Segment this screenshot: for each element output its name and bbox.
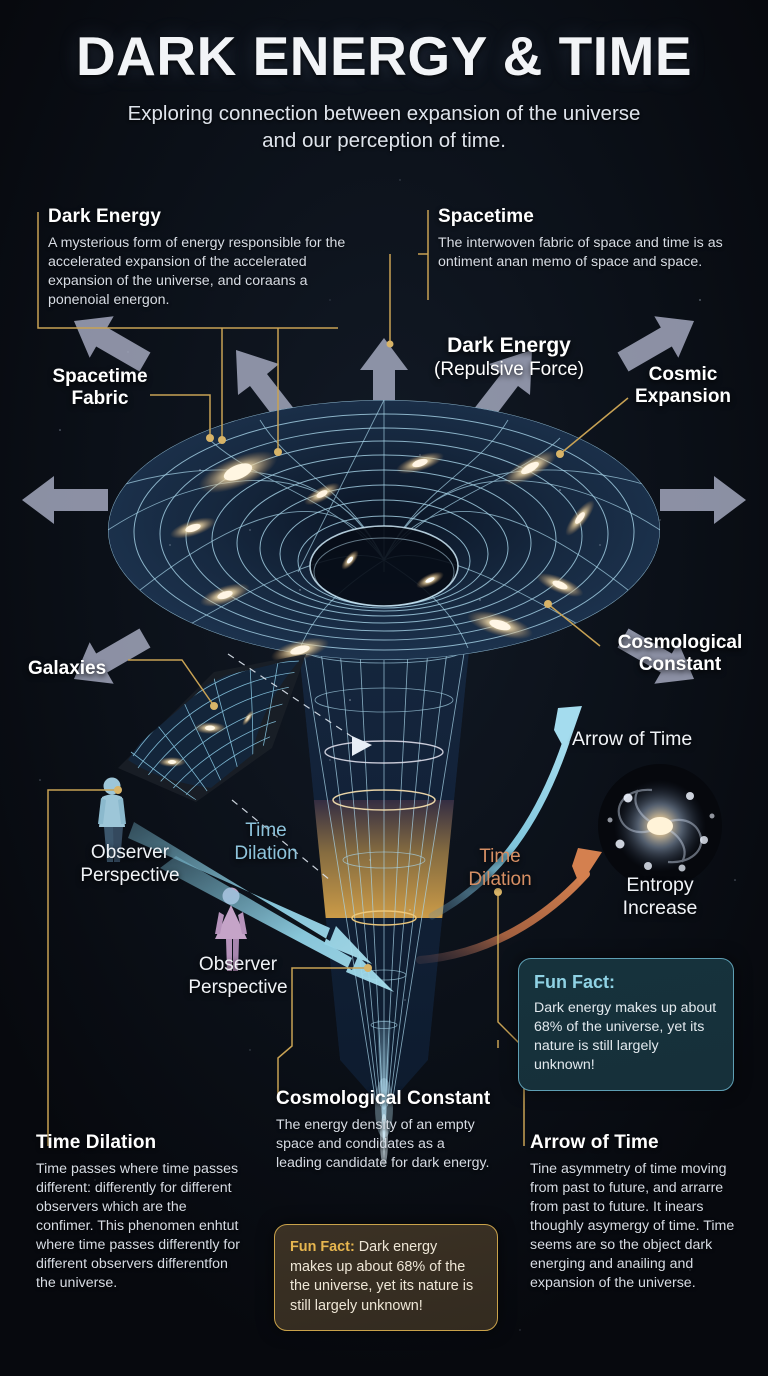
subtitle-line-2: and our perception of time. (262, 129, 506, 153)
label-cosmic-expansion: Cosmic Expansion (608, 364, 758, 409)
label-dark-energy-main: Dark Energy (447, 334, 571, 357)
label-time-dilation-blue: Time Dilation (208, 820, 324, 866)
label-cosmic-expansion-line1: Cosmic (648, 364, 718, 385)
label-spacetime-fabric-line2: Fabric (71, 388, 129, 410)
fun-fact-gold-text: Fun Fact: Dark energy makes up about 68%… (290, 1238, 482, 1316)
label-arrow-of-time: Arrow of Time (572, 728, 693, 750)
callout-cosmological-constant-body: The energy density of an empty space and… (276, 1117, 490, 1172)
label-time-dilation-blue-line1: Time (245, 820, 287, 841)
label-time-dilation-orange-line1: Time (479, 846, 521, 867)
callout-spacetime-body: The interwoven fabric of space and time … (438, 235, 723, 271)
fun-fact-box-blue: Fun Fact: Dark energy makes up about 68%… (518, 958, 734, 1091)
callout-dark-energy: Dark Energy A mysterious form of energy … (48, 206, 348, 310)
label-time-dilation-orange: Time Dilation (442, 846, 558, 892)
time-dilation-arrow-lower (160, 856, 394, 992)
label-cosmological-constant-line2: Constant (638, 654, 722, 676)
callout-spacetime: Spacetime The interwoven fabric of space… (438, 206, 728, 272)
label-time-dilation-blue-line2: Dilation (234, 842, 298, 864)
fun-fact-blue-body: Dark energy makes up about 68% of the un… (534, 1000, 717, 1073)
label-observer-perspective-1-line2: Perspective (80, 864, 180, 886)
galaxy-markers (170, 450, 595, 663)
header: DARK ENERGY & TIME Exploring connection … (0, 25, 768, 155)
label-time-dilation-orange-line2: Dilation (468, 868, 532, 890)
subtitle-line-1: Exploring connection between expansion o… (127, 101, 641, 125)
arrow-of-time-curve (428, 706, 582, 920)
spacetime-inset-detail (118, 653, 372, 881)
spiral-galaxy-image (598, 764, 722, 888)
label-observer-perspective-1: Observer Perspective (50, 842, 210, 888)
label-entropy-increase-line1: Entropy (626, 874, 694, 896)
page-subtitle: Exploring connection between expansion o… (0, 100, 768, 155)
callout-arrow-of-time: Arrow of Time Tine asymmetry of time mov… (530, 1132, 748, 1293)
page-title: DARK ENERGY & TIME (75, 25, 693, 87)
spacetime-fabric-disk (108, 400, 660, 663)
label-observer-perspective-1-line1: Observer (90, 842, 170, 863)
label-dark-energy-repulsive: Dark Energy (Repulsive Force) (394, 334, 624, 381)
label-spacetime-fabric-line1: Spacetime (52, 366, 148, 387)
label-entropy-increase: Entropy Increase (592, 874, 728, 921)
callout-spacetime-heading: Spacetime (438, 206, 534, 227)
callout-dark-energy-heading: Dark Energy (48, 206, 162, 227)
callout-arrow-of-time-heading: Arrow of Time (530, 1132, 659, 1153)
fun-fact-gold-label: Fun Fact: (290, 1239, 355, 1255)
label-dark-energy-sub: (Repulsive Force) (434, 358, 584, 380)
label-entropy-increase-line2: Increase (622, 897, 698, 920)
callout-cosmological-constant: Cosmological Constant The energy density… (276, 1088, 492, 1173)
callout-time-dilation: Time Dilation Time passes where time pas… (36, 1132, 244, 1293)
fun-fact-blue-heading: Fun Fact: (534, 972, 615, 992)
label-spacetime-fabric: Spacetime Fabric (20, 366, 180, 411)
label-observer-perspective-2-line1: Observer (198, 954, 278, 975)
funnel-tip-glow (377, 1020, 391, 1160)
fun-fact-box-gold: Fun Fact: Dark energy makes up about 68%… (274, 1224, 498, 1332)
label-cosmological-constant: Cosmological Constant (596, 632, 764, 677)
callout-time-dilation-heading: Time Dilation (36, 1132, 157, 1153)
label-cosmological-constant-line1: Cosmological (617, 632, 743, 653)
entropy-increase-curve (416, 848, 602, 964)
callout-cosmological-constant-heading: Cosmological Constant (276, 1088, 491, 1109)
label-observer-perspective-2-line2: Perspective (188, 976, 288, 998)
label-observer-perspective-2: Observer Perspective (158, 954, 318, 1000)
label-cosmic-expansion-line2: Expansion (634, 386, 732, 408)
callout-arrow-of-time-body: Tine asymmetry of time moving from past … (530, 1161, 735, 1292)
observer-figure-male (98, 777, 126, 862)
label-galaxies: Galaxies (28, 658, 107, 679)
fun-fact-gold-body: Dark energy makes up about 68% of the th… (290, 1239, 474, 1314)
time-dilation-arrow-upper (128, 822, 372, 964)
callout-dark-energy-body: A mysterious form of energy responsible … (48, 235, 346, 309)
callout-time-dilation-body: Time passes where time passes different:… (36, 1161, 240, 1292)
